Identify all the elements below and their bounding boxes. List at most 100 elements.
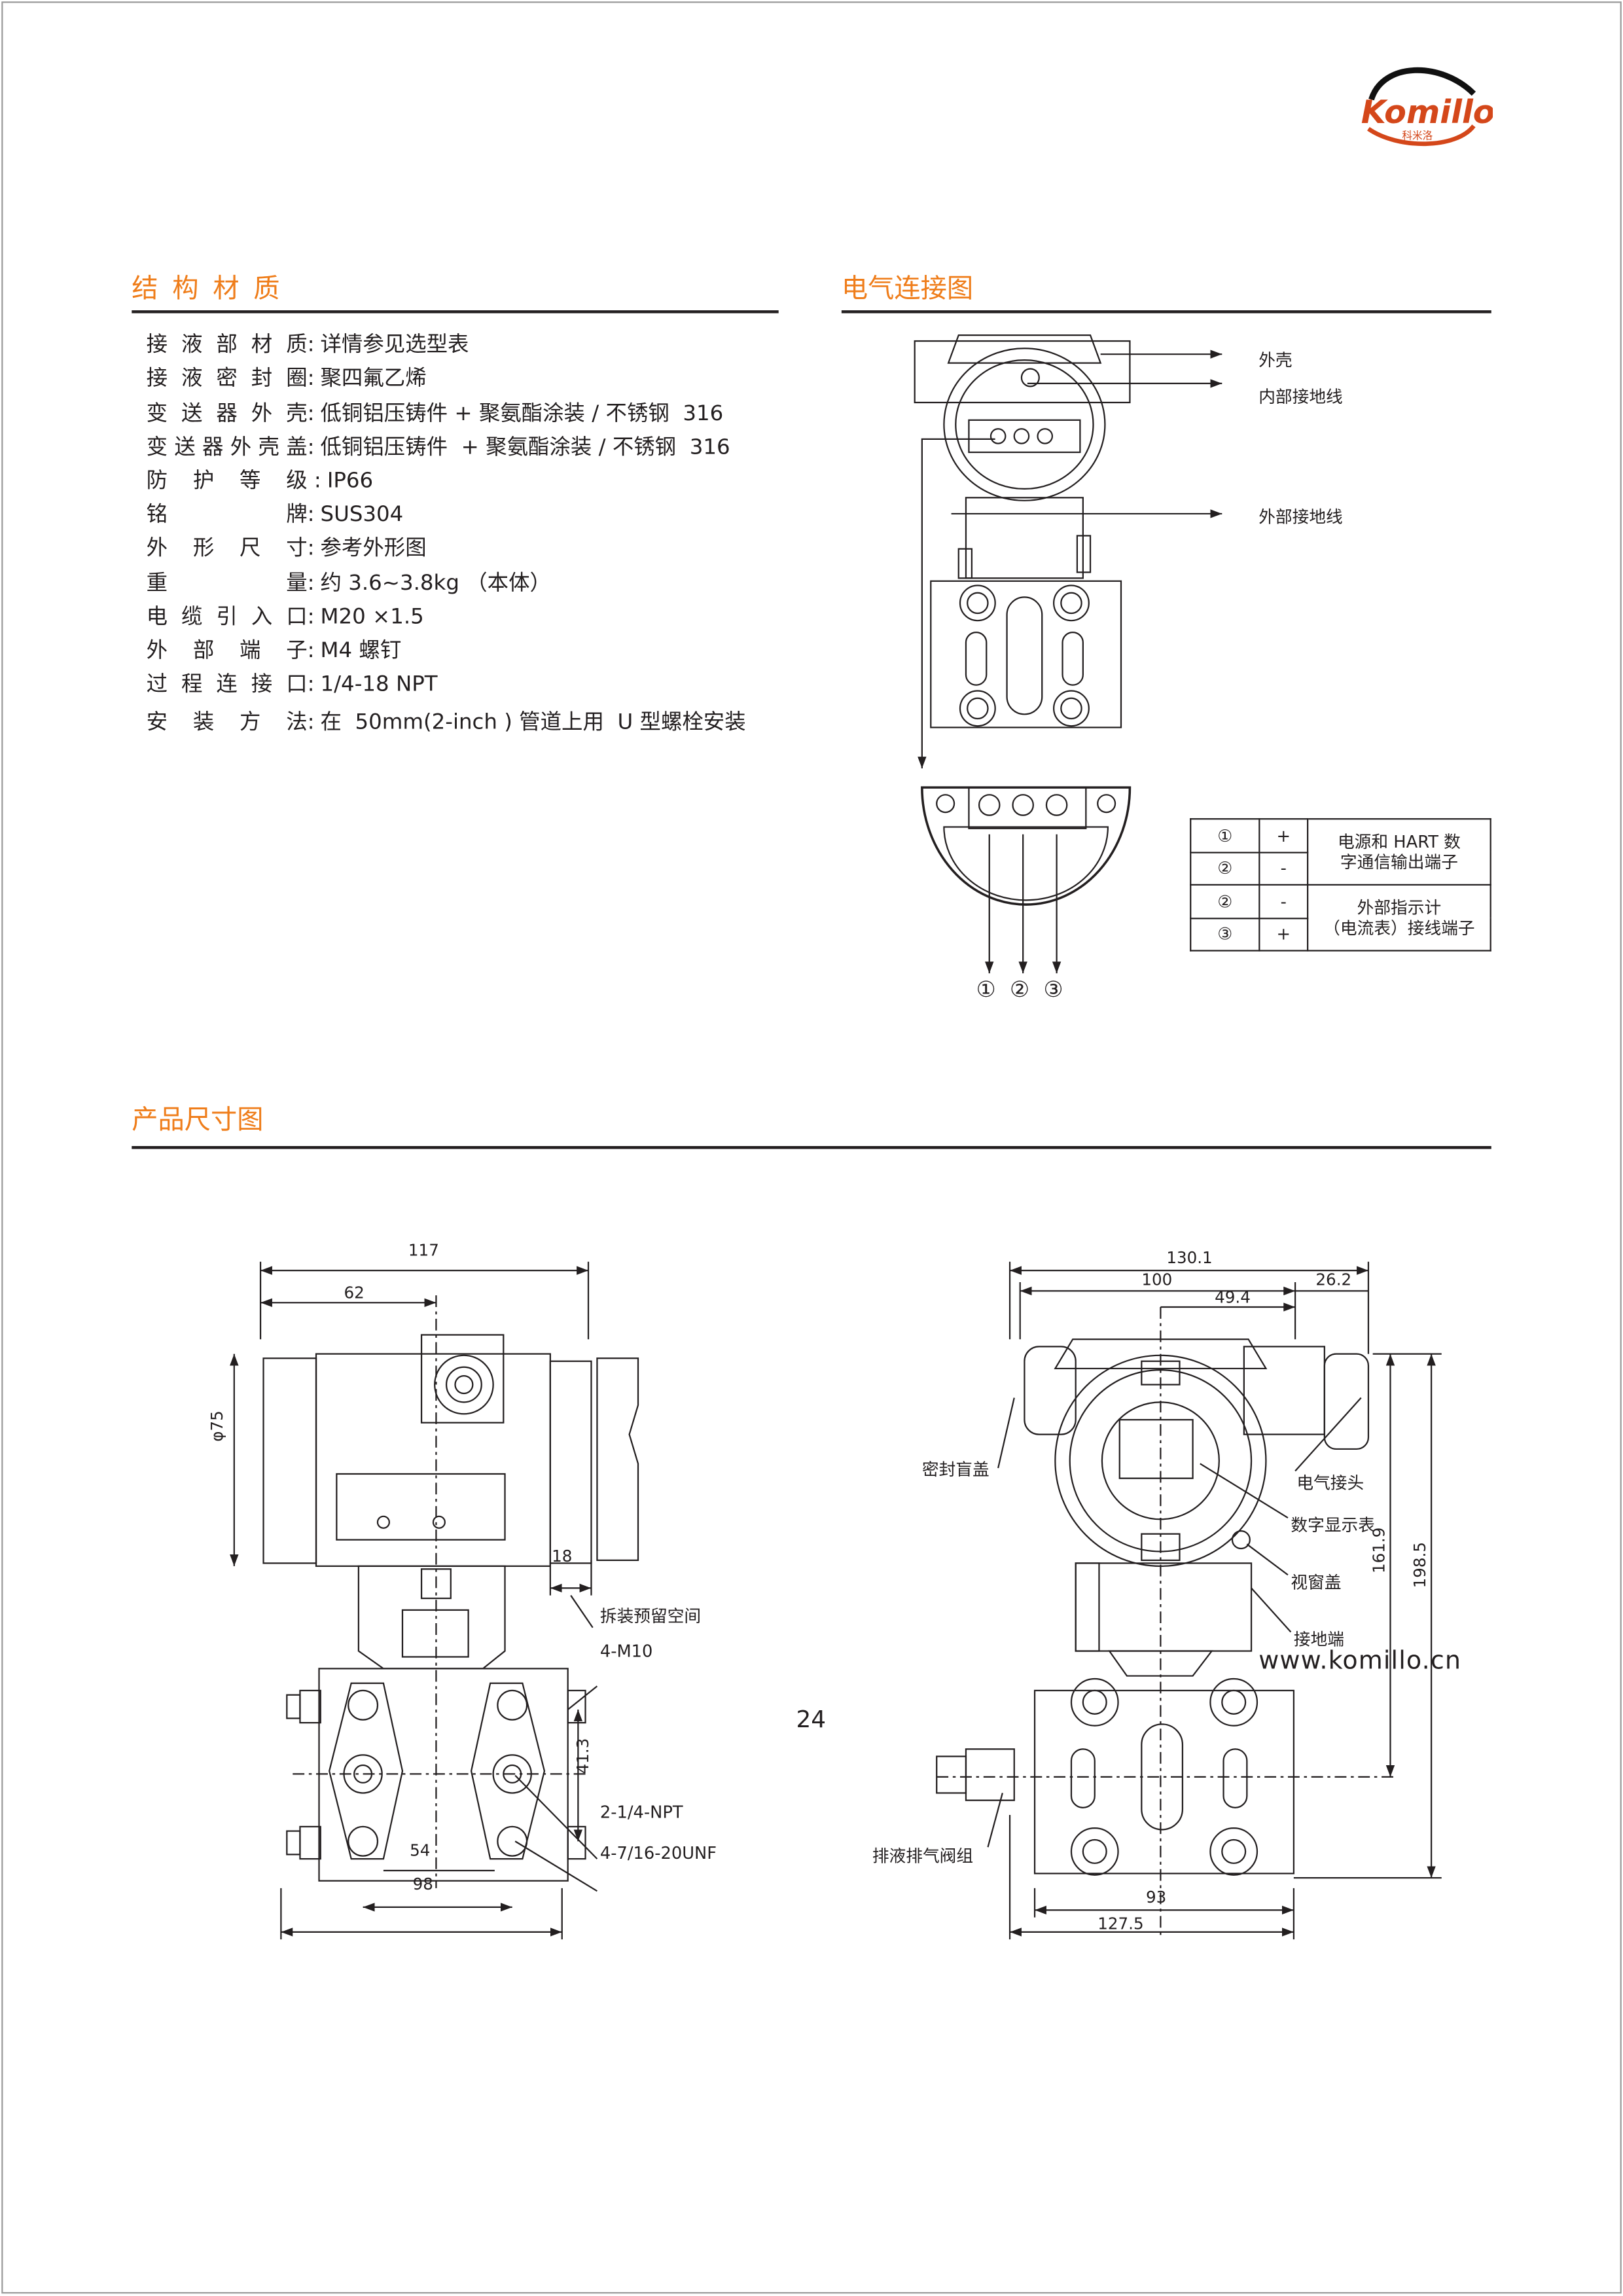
table-row: ②- <box>1190 851 1490 886</box>
spec-value: 约 3.6~3.8kg （本体） <box>320 572 551 596</box>
terminal-description: 电源和 HART 数字通信输出端子 <box>1307 818 1491 886</box>
dim-label: 93 <box>1146 1888 1166 1907</box>
spec-separator: : <box>307 469 321 493</box>
dim-label: φ75 <box>207 1410 226 1441</box>
spec-row: 变送器外壳盖:低铜铝压铸件 + 聚氨酯涂装 / 不锈钢 316 <box>147 436 730 459</box>
spec-value: 详情参见选型表 <box>320 333 469 357</box>
terminal-label: ③ <box>1043 977 1063 1002</box>
dim-label: 26.2 <box>1315 1270 1351 1289</box>
side-view-drawing <box>230 1261 639 1940</box>
annotation: 密封盲盖 <box>922 1460 990 1480</box>
divider <box>132 1146 1491 1149</box>
annotation: 排液排气阀组 <box>872 1847 973 1867</box>
spec-label: 外部端子 <box>146 639 308 664</box>
spec-row: 外部端子:M4 螺钉 <box>147 639 402 663</box>
callout-external-ground: 外部接地线 <box>1258 507 1343 527</box>
komillo-logo: Komillo 科米洛 <box>1361 67 1493 147</box>
annotation: 数字显示表 <box>1291 1516 1375 1535</box>
transmitter-housing-drawing <box>914 334 1131 579</box>
dim-label: 98 <box>413 1874 433 1893</box>
divider <box>132 310 779 313</box>
spec-row: 铭牌:SUS304 <box>147 503 404 527</box>
divider <box>841 310 1491 313</box>
callout-housing: 外壳 <box>1258 351 1292 370</box>
spec-separator: : <box>307 537 315 561</box>
spec-value: 在 50mm(2-inch ) 管道上用 U 型螺栓安装 <box>320 711 746 735</box>
spec-row: 安装方法:在 50mm(2-inch ) 管道上用 U 型螺栓安装 <box>147 711 746 735</box>
dim-label: 18 <box>552 1547 572 1566</box>
spec-row: 变送器外壳:低铜铝压铸件 + 聚氨酯涂装 / 不锈钢 316 <box>147 403 724 426</box>
spec-separator: : <box>307 333 315 357</box>
terminal-label: ② <box>1010 977 1029 1002</box>
polarity: + <box>1258 917 1309 952</box>
annotation: 4-7/16-20UNF <box>600 1844 717 1863</box>
dim-label: 130.1 <box>1166 1248 1212 1267</box>
spec-row: 接液密封圈:聚四氟乙烯 <box>147 367 427 391</box>
website-link[interactable]: www.komillo.cn <box>1258 1646 1462 1676</box>
spec-label: 变送器外壳 <box>146 402 308 426</box>
table-row: ①+ 电源和 HART 数字通信输出端子 <box>1190 818 1491 886</box>
spec-label: 接液密封圈 <box>146 367 308 391</box>
spec-label: 变送器外壳盖 <box>146 436 308 460</box>
spec-value: M4 螺钉 <box>320 639 402 664</box>
spec-separator: : <box>307 367 315 391</box>
annotation: 电气接头 <box>1296 1473 1364 1493</box>
dim-label: 198.5 <box>1410 1542 1429 1588</box>
spec-separator: : <box>307 503 315 528</box>
terminal-block-drawing <box>921 786 1132 906</box>
dim-label: 49.4 <box>1215 1287 1251 1306</box>
polarity: - <box>1258 851 1309 886</box>
dim-label: 117 <box>408 1241 439 1260</box>
spec-label: 防护等级 <box>146 469 308 493</box>
dim-label: 161.9 <box>1370 1528 1389 1573</box>
terminal-number: ② <box>1190 851 1260 886</box>
spec-label: 安装方法 <box>146 711 308 735</box>
heading-wiring: 电气连接图 <box>841 274 974 305</box>
callout-internal-ground: 内部接地线 <box>1258 387 1343 407</box>
spec-separator: : <box>307 673 315 697</box>
annotation: 视窗盖 <box>1291 1573 1341 1592</box>
terminal-label: ① <box>976 977 996 1002</box>
terminal-number: ① <box>1190 818 1260 853</box>
heading-materials: 结 构 材 质 <box>132 274 283 305</box>
spec-label: 电缆引入口 <box>146 605 308 630</box>
front-view-drawing <box>936 1261 1442 1940</box>
spec-row: 外形尺寸:参考外形图 <box>147 537 427 561</box>
dim-label: 41.3 <box>573 1738 592 1774</box>
annotation: 2-1/4-NPT <box>600 1803 683 1822</box>
spec-label: 铭牌 <box>146 503 308 528</box>
spec-value: M20 ×1.5 <box>320 605 424 630</box>
terminal-description: 外部指示计（电流表）接线端子 <box>1307 884 1491 952</box>
dim-label: 127.5 <box>1097 1914 1143 1933</box>
spec-value: SUS304 <box>320 503 404 528</box>
svg-text:科米洛: 科米洛 <box>1402 129 1433 141</box>
table-row: ③+ <box>1190 917 1490 952</box>
spec-row: 防护等级 :IP66 <box>147 470 374 493</box>
spec-value: IP66 <box>327 469 374 493</box>
annotation: 4-M10 <box>600 1641 653 1661</box>
spec-separator: : <box>307 639 315 664</box>
spec-separator: : <box>307 402 315 426</box>
spec-row: 接液部材质:详情参见选型表 <box>147 334 469 357</box>
spec-separator: : <box>307 436 315 460</box>
page-number: 24 <box>796 1705 827 1733</box>
spec-label: 过程连接口 <box>146 673 308 697</box>
spec-value: 低铜铝压铸件 + 聚氨酯涂装 / 不锈钢 316 <box>320 436 730 460</box>
annotation: 拆装预留空间 <box>600 1607 701 1626</box>
polarity: + <box>1258 818 1309 853</box>
dim-label: 62 <box>344 1283 365 1302</box>
table-row: ②- 外部指示计（电流表）接线端子 <box>1190 884 1491 952</box>
dim-label: 54 <box>410 1841 430 1860</box>
spec-separator: : <box>307 605 315 630</box>
spec-label: 重量 <box>146 572 308 596</box>
sensor-body-drawing <box>930 580 1122 728</box>
spec-value: 低铜铝压铸件 + 聚氨酯涂装 / 不锈钢 316 <box>320 402 724 426</box>
spec-label: 接液部材质 <box>146 333 308 357</box>
annotation: 接地端 <box>1294 1630 1344 1650</box>
heading-dimensions: 产品尺寸图 <box>132 1105 264 1136</box>
dim-label: 100 <box>1141 1270 1172 1289</box>
spec-row: 重量:约 3.6~3.8kg （本体） <box>147 572 551 596</box>
